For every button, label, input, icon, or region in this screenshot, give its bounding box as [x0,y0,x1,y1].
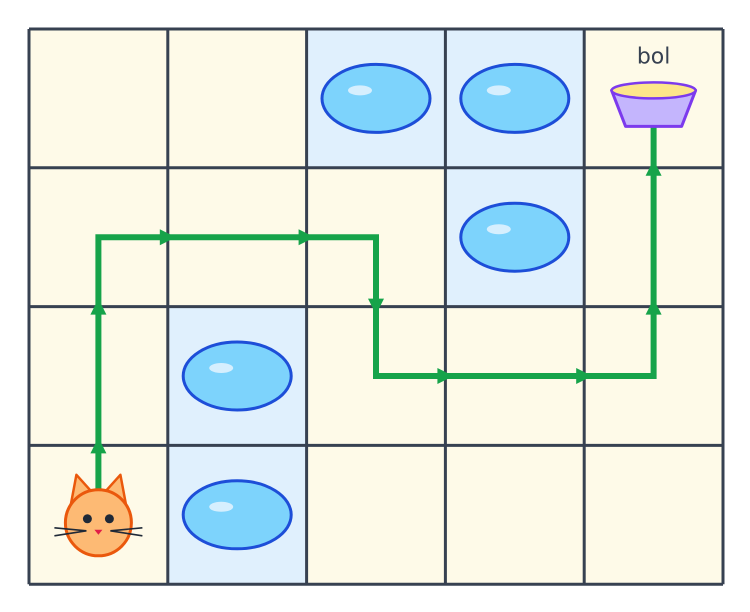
route-path [90,98,662,515]
route-arrow-icon [90,298,107,315]
puddle-body [320,62,432,134]
puddles-layer [181,62,571,551]
floor-cell [306,445,446,585]
water-puddle-icon [181,340,293,412]
cat-left-eye [82,514,92,524]
bowl-rim [610,81,697,100]
puddle-body [459,201,571,273]
cat-nose [94,529,103,535]
puddle-highlight [486,224,511,235]
cat-whisker [54,530,87,537]
cat-right-eye [104,514,114,524]
water-puddle-icon [320,62,432,134]
puddle-body [459,62,571,134]
cat-head [63,488,133,558]
cat-icon [54,473,143,558]
route-arrow-icon [159,229,176,246]
water-puddle-icon [459,201,571,273]
bowl-icon [610,81,698,128]
cat-whisker [110,527,143,532]
puddle-body [181,340,293,412]
water-puddle-icon [181,479,293,551]
route-arrow-icon [298,229,315,246]
puddle-highlight [209,363,234,373]
cat [54,473,143,558]
floor-cell [445,445,585,585]
route-arrow-icon [576,368,593,384]
floor-cell [167,29,307,168]
puddle-body [181,479,293,551]
puddle-highlight [486,85,511,96]
bowl-label: bol [637,44,671,69]
water-puddle-icon [459,62,571,134]
route-arrow-icon [90,437,107,454]
puddle-highlight [348,85,372,96]
puddle-highlight [209,501,234,512]
cat-whisker [110,530,143,537]
route-arrow-icon [437,368,454,384]
bowl: bol [610,44,698,128]
floor-cell [29,29,168,168]
route-arrow-icon [645,159,662,176]
cat-whisker [54,527,87,532]
floor-cell [584,445,723,585]
route-arrow-icon [368,298,384,315]
route-arrow-icon [645,298,662,315]
